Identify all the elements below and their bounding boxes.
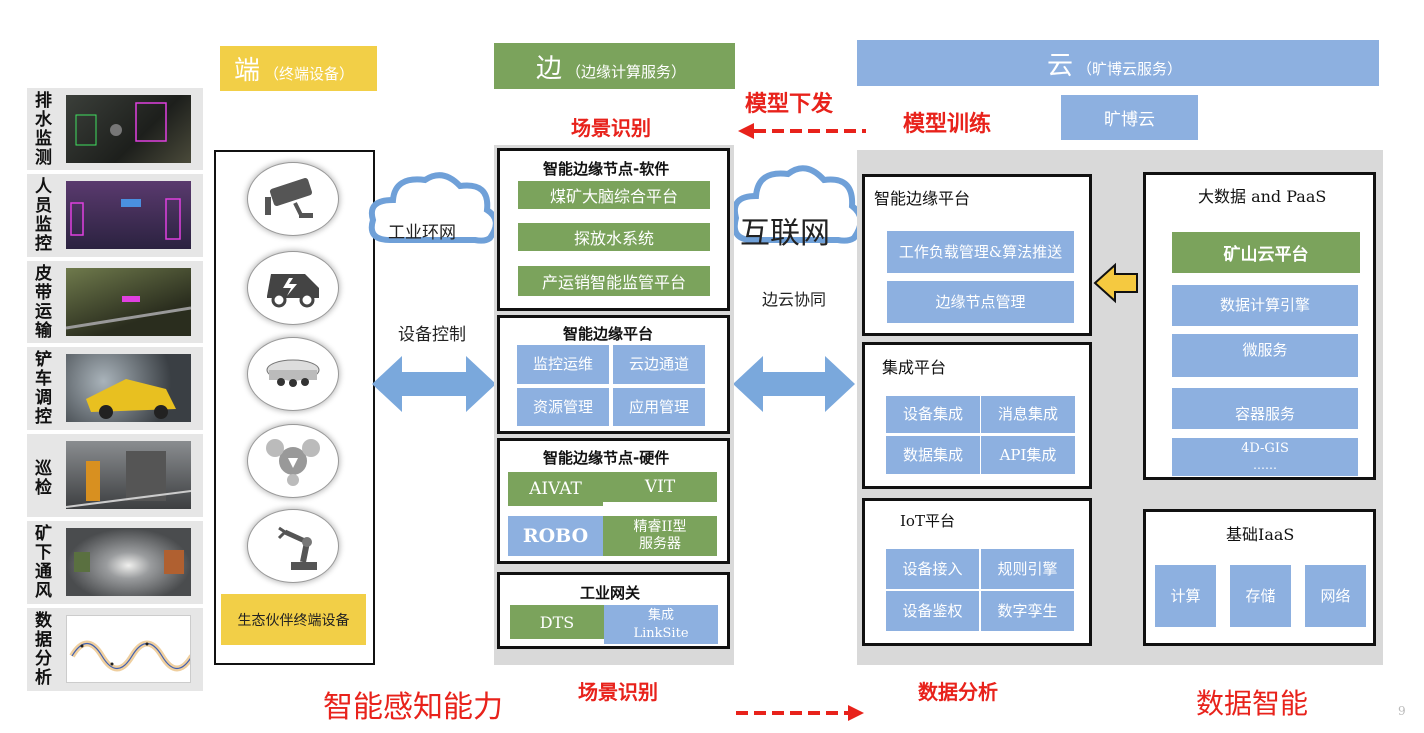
edge-node-management-item: 边缘节点管理 <box>887 281 1074 323</box>
terminal-header-sub: （终端设备） <box>264 65 355 83</box>
message-integration-item: 消息集成 <box>981 396 1075 433</box>
scenario-label: 人员监控 <box>35 177 52 254</box>
production-supervision-item: 产运销智能监管平台 <box>518 266 710 296</box>
device-auth-item: 设备鉴权 <box>886 591 979 631</box>
edge-platform-title: 智能边缘平台 <box>563 325 654 343</box>
network-item: 网络 <box>1305 565 1366 627</box>
gis-item: 4D-GIS …… <box>1172 438 1358 476</box>
gis-ellipsis: …… <box>1253 458 1277 472</box>
cloud-header-sub: （旷博云服务） <box>1077 60 1183 78</box>
jingrui-server-item: 精睿II型 服务器 <box>603 516 717 556</box>
container-service-item: 容器服务 <box>1172 388 1358 429</box>
mining-cloud-platform-item: 矿山云平台 <box>1172 232 1360 273</box>
sensor-dome-icon <box>248 338 338 410</box>
iot-platform-title: IoT平台 <box>900 512 955 530</box>
device-control-arrow-icon <box>372 356 496 412</box>
data-analysis-arrow-icon <box>736 705 864 721</box>
list-item: 矿下通风 <box>27 521 203 604</box>
internet-cloud-icon <box>731 165 864 244</box>
water-exploration-item: 探放水系统 <box>518 223 710 251</box>
terminal-header-main: 端 <box>234 56 261 86</box>
robot-arm-icon <box>248 510 338 582</box>
data-analysis-label: 数据分析 <box>918 680 998 704</box>
coal-brain-platform-item: 煤矿大脑综合平台 <box>518 181 710 209</box>
edge-header-main: 边 <box>536 54 563 84</box>
page-number: 9 <box>1398 704 1406 718</box>
aivat-item: AIVAT <box>508 472 603 506</box>
loader-control-image <box>66 354 191 422</box>
list-item: 巡检 <box>27 434 203 517</box>
industrial-ring-cloud-icon <box>368 172 499 244</box>
drone-icon <box>248 425 338 497</box>
list-item: 人员监控 <box>27 174 203 257</box>
storage-item: 存储 <box>1230 565 1291 627</box>
kuangbo-cloud-label: 旷博云 <box>1061 95 1198 140</box>
digital-twin-item: 数字孪生 <box>981 591 1074 631</box>
model-training-label: 模型训练 <box>903 112 992 137</box>
cloud-header: 云 （旷博云服务） <box>857 40 1379 86</box>
model-deploy-arrow-icon <box>738 123 866 139</box>
scenario-label: 排水监测 <box>35 91 52 168</box>
rule-engine-item: 规则引擎 <box>981 549 1074 589</box>
cloud-edge-platform-title: 智能边缘平台 <box>874 189 971 208</box>
edge-header: 边 （边缘计算服务） <box>494 43 735 89</box>
data-compute-engine-item: 数据计算引擎 <box>1172 285 1358 326</box>
edge-header-sub: （边缘计算服务） <box>566 63 687 81</box>
device-integration-item: 设备集成 <box>886 396 980 433</box>
list-item: 排水监测 <box>27 88 203 170</box>
cloud-edge-channel-item: 云边通道 <box>613 345 705 384</box>
list-item: 铲车调控 <box>27 347 203 430</box>
smart-perception-label: 智能感知能力 <box>323 690 503 725</box>
cloud-header-main: 云 <box>1047 51 1074 81</box>
device-control-label: 设备控制 <box>398 325 466 345</box>
scene-recognition-bottom-label: 场景识别 <box>578 680 658 704</box>
edge-hardware-title: 智能边缘节点-硬件 <box>543 449 670 467</box>
iaas-title: 基础IaaS <box>1226 525 1295 544</box>
inspection-image <box>66 441 191 509</box>
internet-label: 互联网 <box>740 216 830 251</box>
data-analysis-image <box>66 615 191 683</box>
linksite-item: 集成 LinkSite <box>604 605 718 644</box>
model-deploy-label: 模型下发 <box>745 92 834 117</box>
scenario-label: 皮带运输 <box>35 264 52 341</box>
list-item: 数据分析 <box>27 608 203 691</box>
edge-cloud-arrow-icon <box>733 356 855 412</box>
vit-item: VIT <box>603 472 717 502</box>
robo-item: ROBO <box>508 516 603 556</box>
camera-icon <box>248 163 338 235</box>
list-item: 皮带运输 <box>27 261 203 343</box>
bigdata-paas-box <box>1143 172 1376 480</box>
partner-device-label: 生态伙伴终端设备 <box>221 594 366 645</box>
resource-management-item: 资源管理 <box>517 388 609 426</box>
scenario-label: 巡检 <box>35 459 52 498</box>
left-arrow-icon <box>1093 262 1138 304</box>
dts-item: DTS <box>510 605 604 639</box>
data-integration-item: 数据集成 <box>886 436 980 474</box>
gis-label: 4D-GIS <box>1241 441 1289 456</box>
scenario-label: 矿下通风 <box>35 524 52 601</box>
industrial-gateway-title: 工业网关 <box>580 584 641 602</box>
scenario-label: 铲车调控 <box>35 350 52 427</box>
ventilation-image <box>66 528 191 596</box>
monitoring-ops-item: 监控运维 <box>517 345 609 384</box>
integration-platform-title: 集成平台 <box>882 358 947 377</box>
scene-recognition-top-label: 场景识别 <box>571 116 651 140</box>
electric-vehicle-icon <box>248 252 338 324</box>
terminal-header: 端 （终端设备） <box>220 46 377 91</box>
belt-transport-image <box>66 268 191 336</box>
scenario-label: 数据分析 <box>35 611 52 688</box>
compute-item: 计算 <box>1155 565 1216 627</box>
api-integration-item: API集成 <box>981 436 1075 474</box>
application-management-item: 应用管理 <box>613 388 705 426</box>
device-access-item: 设备接入 <box>886 549 979 589</box>
edge-cloud-label: 边云协同 <box>762 290 827 309</box>
data-intelligence-label: 数据智能 <box>1196 687 1309 720</box>
workload-management-item: 工作负载管理&算法推送 <box>887 231 1074 273</box>
drainage-monitoring-image <box>66 95 191 163</box>
edge-software-title: 智能边缘节点-软件 <box>543 160 670 178</box>
bigdata-paas-title: 大数据 and PaaS <box>1198 187 1327 206</box>
industrial-ring-label: 工业环网 <box>388 223 456 243</box>
personnel-monitoring-image <box>66 181 191 249</box>
microservice-item: 微服务 <box>1172 334 1358 377</box>
